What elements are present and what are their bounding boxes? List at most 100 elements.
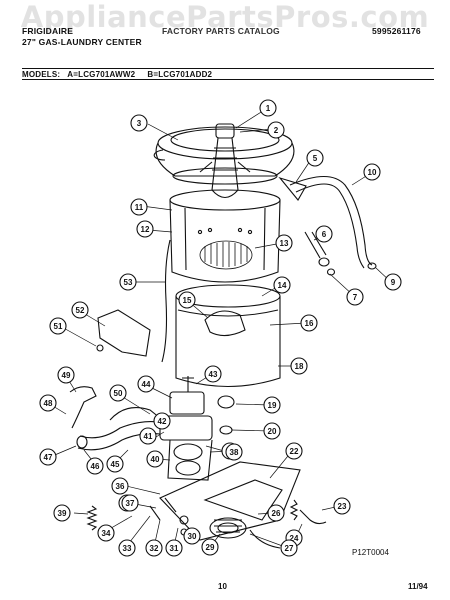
callout-label: 2 xyxy=(274,126,279,135)
callout-label: 1 xyxy=(266,104,271,113)
callout-label: 7 xyxy=(353,293,358,302)
callout-2: 2 xyxy=(267,121,285,139)
suspension-rod xyxy=(161,239,171,363)
callout-label: 30 xyxy=(188,532,197,541)
callout-9: 9 xyxy=(384,273,402,291)
callout-49: 49 xyxy=(57,366,75,384)
callout-label: 10 xyxy=(368,168,377,177)
callout-label: 42 xyxy=(158,417,167,426)
callout-39: 39 xyxy=(53,504,71,522)
callout-16: 16 xyxy=(300,314,318,332)
callout-label: 43 xyxy=(209,370,218,379)
callout-label: 29 xyxy=(206,543,215,552)
callout-44: 44 xyxy=(137,375,155,393)
callout-27: 27 xyxy=(280,539,298,557)
callout-label: 32 xyxy=(150,544,159,553)
parts-artwork xyxy=(69,123,377,549)
callout-label: 12 xyxy=(141,225,150,234)
callout-label: 23 xyxy=(338,502,347,511)
callout-43: 43 xyxy=(204,365,222,383)
callout-label: 18 xyxy=(295,362,304,371)
part-number: 5995261176 xyxy=(372,26,421,36)
callout-label: 44 xyxy=(142,380,151,389)
callout-46: 46 xyxy=(86,457,104,475)
callout-42: 42 xyxy=(153,412,171,430)
callout-label: 11 xyxy=(135,203,144,212)
springs xyxy=(86,499,299,531)
callout-40: 40 xyxy=(146,450,164,468)
callout-14: 14 xyxy=(273,276,291,294)
callout-label: 37 xyxy=(126,499,135,508)
models-line: MODELS: A=LCG701AWW2 B=LCG701ADD2 xyxy=(22,70,213,79)
callout-label: 48 xyxy=(44,399,53,408)
callout-7: 7 xyxy=(346,288,364,306)
callout-label: 53 xyxy=(124,278,133,287)
callout-30: 30 xyxy=(183,527,201,545)
callout-45: 45 xyxy=(106,455,124,473)
callout-label: 24 xyxy=(290,534,299,543)
callout-34: 34 xyxy=(97,524,115,542)
callout-label: 51 xyxy=(54,322,63,331)
callout-18: 18 xyxy=(290,357,308,375)
drive-belt xyxy=(249,529,281,549)
outer-tub xyxy=(175,284,281,387)
callout-23: 23 xyxy=(333,497,351,515)
callout-label: 45 xyxy=(111,460,120,469)
callout-52: 52 xyxy=(71,301,89,319)
callout-label: 3 xyxy=(137,119,142,128)
basket xyxy=(169,189,281,283)
callout-47: 47 xyxy=(39,448,57,466)
callout-6: 6 xyxy=(315,225,333,243)
side-bracket xyxy=(96,309,151,357)
callout-label: 36 xyxy=(116,482,125,491)
callout-label: 13 xyxy=(280,239,289,248)
callout-11: 11 xyxy=(130,198,148,216)
callout-37: 37 xyxy=(121,494,139,512)
callout-label: 33 xyxy=(123,544,132,553)
date-code: 11/94 xyxy=(408,582,428,591)
callout-label: 39 xyxy=(58,509,67,518)
header-rule-top xyxy=(22,68,434,69)
callout-label: 50 xyxy=(114,389,123,398)
callout-38: 38 xyxy=(225,443,243,461)
callout-41: 41 xyxy=(139,427,157,445)
figure-code: P12T0004 xyxy=(352,548,389,557)
callout-26: 26 xyxy=(267,504,285,522)
callout-15: 15 xyxy=(178,291,196,309)
callout-label: 16 xyxy=(305,319,314,328)
callout-label: 40 xyxy=(151,455,160,464)
callout-label: 22 xyxy=(290,447,299,456)
callout-1: 1 xyxy=(259,99,277,117)
callout-20: 20 xyxy=(263,422,281,440)
callout-label: 52 xyxy=(76,306,85,315)
callout-13: 13 xyxy=(275,234,293,252)
callout-label: 6 xyxy=(322,230,327,239)
header-rule-bottom xyxy=(22,79,434,80)
product-subtitle: 27" GAS-LAUNDRY CENTER xyxy=(22,37,142,47)
callout-12: 12 xyxy=(136,220,154,238)
catalog-title: FACTORY PARTS CATALOG xyxy=(162,26,280,36)
agitator xyxy=(199,123,251,199)
callout-label: 47 xyxy=(44,453,53,462)
callout-label: 14 xyxy=(278,281,287,290)
tub-cover xyxy=(153,126,295,185)
callout-3: 3 xyxy=(130,114,148,132)
callout-36: 36 xyxy=(111,477,129,495)
callout-label: 31 xyxy=(170,544,179,553)
callout-19: 19 xyxy=(263,396,281,414)
callout-51: 51 xyxy=(49,317,67,335)
callout-label: 5 xyxy=(313,154,318,163)
callout-label: 38 xyxy=(230,448,239,457)
callout-label: 34 xyxy=(102,529,111,538)
callout-group: 1235679101112131415161819202122232426272… xyxy=(39,99,402,557)
callout-label: 27 xyxy=(285,544,294,553)
callout-label: 19 xyxy=(268,401,277,410)
callout-label: 15 xyxy=(183,296,192,305)
callout-29: 29 xyxy=(201,538,219,556)
base-frame xyxy=(149,461,327,541)
hoses xyxy=(278,175,377,276)
callout-label: 46 xyxy=(91,462,100,471)
callout-label: 9 xyxy=(391,278,396,287)
callout-label: 49 xyxy=(62,371,71,380)
